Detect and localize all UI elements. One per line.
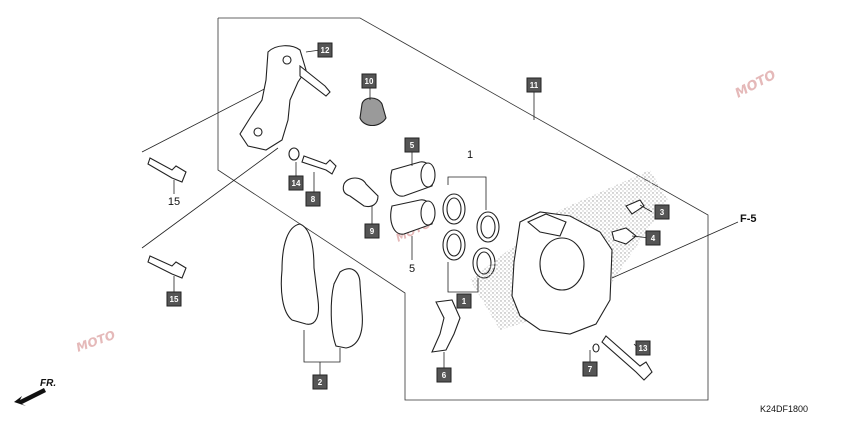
callout-6: 6: [436, 367, 452, 383]
callout-4-text: 4: [651, 234, 656, 243]
callout-12-text: 12: [321, 46, 330, 55]
bracket-pin: [299, 64, 331, 97]
washer: [288, 147, 300, 161]
label-piston-seals: 1: [467, 149, 473, 161]
diagram-code: K24DF1800: [760, 404, 808, 414]
label-pistons: 5: [409, 263, 415, 275]
bleeder-cap: [611, 227, 637, 245]
reference-label: F-5: [740, 213, 757, 225]
slide-pin-boot: [342, 177, 379, 208]
callout-9: 9: [364, 223, 380, 239]
callout-5-text: 5: [410, 141, 415, 150]
assembly-frame: [217, 17, 709, 401]
callout-8: 8: [305, 191, 321, 207]
callout-4: 4: [645, 230, 661, 246]
piston-upper-face: [420, 162, 436, 188]
bracket-hole-lower: [253, 127, 263, 137]
leader-seals-top: [447, 176, 487, 210]
leader-pads: [303, 330, 341, 363]
callout-1-text: 1: [462, 297, 467, 306]
callout-6-text: 6: [442, 371, 447, 380]
callout-3-text: 3: [660, 208, 665, 217]
bolt-upper: [147, 157, 187, 183]
callout-15-text: 15: [170, 295, 179, 304]
callout-13: 13: [635, 340, 651, 356]
pin-washer: [592, 343, 600, 353]
pin-boot: [359, 97, 387, 127]
callout-5: 5: [404, 137, 420, 153]
brake-pad-a: [280, 223, 320, 325]
watermark-left: MOTO: [74, 328, 117, 355]
callout-11-text: 11: [530, 81, 539, 90]
watermark-text: MOTO: [733, 68, 779, 102]
front-arrow-icon: [14, 388, 46, 406]
callout-2: 2: [312, 374, 328, 390]
piston-lower-face: [420, 200, 436, 226]
callout-8-text: 8: [311, 195, 316, 204]
seal-a-inner: [446, 197, 462, 221]
callout-1: 1: [456, 293, 472, 309]
leader-bracket-upper: [141, 81, 279, 153]
bolt-lower: [147, 255, 187, 279]
front-arrow: FR.: [14, 378, 56, 406]
slide-pin: [301, 155, 337, 175]
caliper-bore: [539, 237, 585, 291]
callout-7-text: 7: [588, 365, 593, 374]
leader-f5: [611, 221, 739, 279]
watermark-text: MOTO: [74, 328, 117, 355]
brake-pad-b: [330, 268, 363, 349]
front-label: FR.: [40, 378, 56, 389]
caliper-bracket: [239, 45, 307, 151]
callout-10-text: 10: [365, 77, 374, 86]
bracket-hole-upper: [282, 55, 292, 65]
seal-b-inner: [480, 215, 496, 239]
callout-14: 14: [288, 175, 304, 191]
callout-13-text: 13: [639, 344, 648, 353]
leader-3: [639, 204, 653, 213]
caliper-lug: [526, 213, 567, 237]
leader-bracket-lower: [141, 147, 279, 249]
callout-10: 10: [361, 73, 377, 89]
label-bolt: 15: [168, 196, 180, 208]
callout-7: 7: [582, 361, 598, 377]
pad-spring: [431, 299, 461, 353]
callout-9-text: 9: [370, 227, 375, 236]
bleeder-screw: [625, 199, 645, 215]
pad-pin: [601, 335, 653, 381]
callout-2-text: 2: [318, 378, 323, 387]
callout-14-text: 14: [292, 179, 301, 188]
callout-12: 12: [317, 42, 333, 58]
seal-c-inner: [446, 233, 462, 257]
callout-3: 3: [654, 204, 670, 220]
watermark-top-right: MOTO: [733, 68, 779, 102]
callout-15: 15: [166, 291, 182, 307]
callout-11: 11: [526, 77, 542, 93]
